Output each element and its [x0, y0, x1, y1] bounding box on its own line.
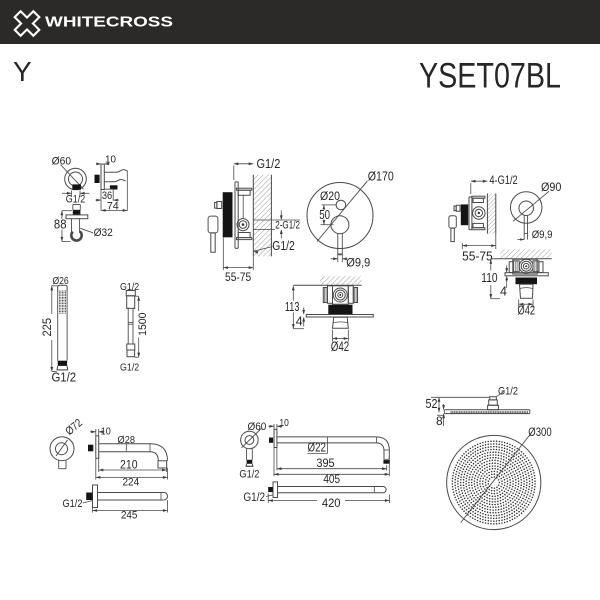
- svg-text:WHITECROSS: WHITECROSS: [45, 14, 173, 31]
- svg-text:Ø9,9: Ø9,9: [346, 256, 370, 270]
- svg-text:10: 10: [101, 426, 111, 438]
- svg-text:55-75: 55-75: [462, 249, 493, 263]
- svg-text:Ø32: Ø32: [94, 227, 113, 239]
- svg-text:245: 245: [121, 510, 138, 522]
- svg-text:110: 110: [481, 270, 497, 285]
- svg-text:50: 50: [319, 208, 330, 222]
- svg-text:1500: 1500: [137, 313, 149, 336]
- svg-text:G1/2: G1/2: [257, 156, 281, 171]
- svg-text:10: 10: [279, 417, 289, 429]
- svg-text:Ø22: Ø22: [308, 441, 326, 455]
- svg-text:Ø9,9: Ø9,9: [532, 229, 553, 241]
- svg-text:113: 113: [285, 299, 300, 314]
- svg-text:405: 405: [323, 474, 340, 486]
- svg-text:420: 420: [322, 496, 341, 510]
- svg-text:4-G1/2: 4-G1/2: [489, 173, 518, 187]
- svg-text:Ø28: Ø28: [118, 434, 136, 446]
- svg-text:G1/2: G1/2: [239, 469, 259, 481]
- svg-text:55-75: 55-75: [225, 270, 251, 284]
- svg-text:G1/2: G1/2: [63, 498, 83, 510]
- svg-text:2-G1/2: 2-G1/2: [275, 219, 300, 231]
- svg-text:Y: Y: [13, 56, 32, 87]
- svg-text:4: 4: [500, 285, 507, 299]
- svg-text:4: 4: [296, 315, 303, 329]
- svg-text:225: 225: [40, 318, 54, 337]
- svg-text:G1/2: G1/2: [66, 193, 85, 205]
- svg-text:10: 10: [105, 153, 116, 165]
- svg-text:Ø60: Ø60: [52, 155, 72, 167]
- svg-text:52: 52: [426, 397, 438, 411]
- svg-text:36: 36: [102, 190, 112, 202]
- svg-text:Ø42: Ø42: [331, 339, 349, 354]
- svg-text:Ø60: Ø60: [248, 421, 267, 433]
- svg-text:210: 210: [120, 460, 138, 472]
- svg-text:Ø42: Ø42: [518, 303, 536, 318]
- svg-text:Ø170: Ø170: [368, 169, 394, 184]
- svg-text:74: 74: [107, 200, 119, 212]
- svg-text:395: 395: [316, 458, 334, 470]
- svg-text:G1/2: G1/2: [120, 281, 139, 293]
- svg-text:Ø300: Ø300: [528, 425, 552, 439]
- svg-text:G1/2: G1/2: [272, 239, 295, 253]
- svg-text:Ø20: Ø20: [320, 191, 340, 203]
- svg-text:Ø72: Ø72: [64, 417, 86, 438]
- svg-text:Ø26: Ø26: [52, 275, 68, 287]
- svg-text:88: 88: [54, 218, 67, 232]
- svg-text:G1/2: G1/2: [243, 492, 265, 504]
- svg-text:G1/2: G1/2: [120, 361, 139, 373]
- svg-text:G1/2: G1/2: [498, 385, 518, 397]
- svg-text:G1/2: G1/2: [51, 369, 76, 384]
- svg-text:8: 8: [436, 414, 443, 428]
- svg-text:224: 224: [122, 477, 139, 489]
- svg-text:YSET07BL: YSET07BL: [419, 56, 561, 95]
- svg-text:Ø90: Ø90: [541, 180, 562, 194]
